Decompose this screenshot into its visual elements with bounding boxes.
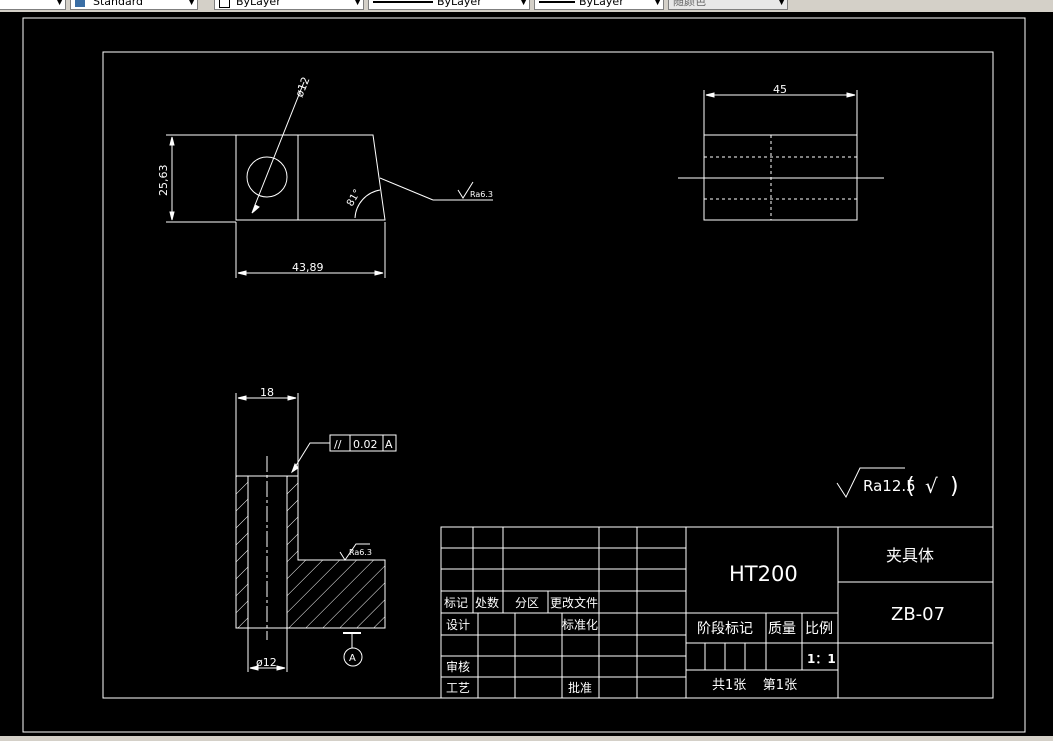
tb-label-standardize: 标准化 xyxy=(562,618,598,632)
sheet-border xyxy=(22,17,1026,733)
tolerance-value: 0.02 xyxy=(353,438,378,451)
chevron-down-icon: ▼ xyxy=(654,0,661,7)
tb-drawing-no: ZB-07 xyxy=(891,604,945,625)
color-dropdown[interactable]: 随颜色 ▼ xyxy=(668,0,788,10)
tb-label-approve: 批准 xyxy=(568,680,592,695)
front-view-roughness: Ra6.3 xyxy=(470,190,493,199)
tb-mass: 质量 xyxy=(768,621,796,637)
tb-label-review: 审核 xyxy=(446,659,470,674)
general-roughness-value: Ra12.5 xyxy=(863,477,916,495)
linetype-value: ByLayer xyxy=(437,0,482,8)
section-view xyxy=(235,393,397,672)
toolbar: ▼ Standard ▼ ByLayer ▼ ByLayer ▼ ByLayer… xyxy=(0,0,1053,12)
chevron-down-icon: ▼ xyxy=(354,0,361,7)
front-view-angle-dim: 81° xyxy=(345,188,363,209)
drawing-canvas[interactable]: ø12 25,63 43,89 81° Ra6.3 45 xyxy=(0,12,1030,736)
tb-scale-label: 比例 xyxy=(805,621,833,637)
tb-material: HT200 xyxy=(729,562,798,586)
text-style-icon xyxy=(75,0,85,7)
tb-stage-mark: 阶段标记 xyxy=(697,621,753,637)
chevron-down-icon: ▼ xyxy=(56,0,63,7)
layer-value: ByLayer xyxy=(236,0,281,8)
front-view-height-dim: 25,63 xyxy=(157,165,170,197)
tolerance-datum: A xyxy=(385,438,393,451)
general-roughness-paren-open: ( xyxy=(906,474,915,499)
tb-scale-value: 1：1 xyxy=(807,652,836,666)
chevron-down-icon: ▼ xyxy=(188,0,195,7)
lineweight-value: ByLayer xyxy=(579,0,624,8)
layer-dropdown[interactable]: ByLayer ▼ xyxy=(214,0,364,10)
datum-marker-label: A xyxy=(349,653,356,664)
general-roughness-check: √ xyxy=(925,474,938,498)
text-style-dropdown[interactable]: Standard ▼ xyxy=(70,0,198,10)
front-view xyxy=(166,81,493,278)
title-block xyxy=(440,526,994,699)
tb-label-process: 工艺 xyxy=(446,681,470,695)
chevron-down-icon: ▼ xyxy=(778,0,785,7)
front-view-width-dim: 43,89 xyxy=(292,261,324,274)
general-roughness-symbol xyxy=(836,467,905,499)
front-view-diameter-dim: ø12 xyxy=(293,75,313,99)
linetype-dropdown[interactable]: ByLayer ▼ xyxy=(368,0,530,10)
chevron-down-icon: ▼ xyxy=(520,0,527,7)
section-view-roughness: Ra6.3 xyxy=(349,548,372,557)
tb-label-count: 处数 xyxy=(475,595,499,610)
text-style-value: Standard xyxy=(93,0,144,8)
toolbar-left-dropdown[interactable]: ▼ xyxy=(0,0,66,10)
layer-color-icon xyxy=(219,0,230,8)
tb-label-zone: 分区 xyxy=(515,596,539,610)
top-view xyxy=(678,90,884,221)
tb-part-name: 夹具体 xyxy=(886,546,934,565)
linetype-swatch xyxy=(373,1,433,3)
lineweight-dropdown[interactable]: ByLayer ▼ xyxy=(534,0,664,10)
tb-sheets: 共1张 第1张 xyxy=(712,678,797,693)
status-bar xyxy=(0,736,1053,741)
drawing-svg: ø12 25,63 43,89 81° Ra6.3 45 xyxy=(22,17,1026,733)
top-view-width-dim: 45 xyxy=(773,83,787,96)
tb-label-mark: 标记 xyxy=(444,596,468,610)
right-edge xyxy=(1030,12,1053,736)
tb-label-change-doc: 更改文件 xyxy=(550,595,598,610)
tb-label-design: 设计 xyxy=(446,618,470,632)
color-value: 随颜色 xyxy=(673,0,706,8)
general-roughness-paren-close: ) xyxy=(950,474,959,499)
section-view-top-dim: 18 xyxy=(260,386,274,399)
tolerance-symbol: // xyxy=(334,438,342,451)
front-view-hole xyxy=(246,156,288,198)
front-view-outline xyxy=(235,134,386,221)
lineweight-swatch xyxy=(539,1,575,3)
section-view-diameter-dim: ø12 xyxy=(256,656,277,669)
